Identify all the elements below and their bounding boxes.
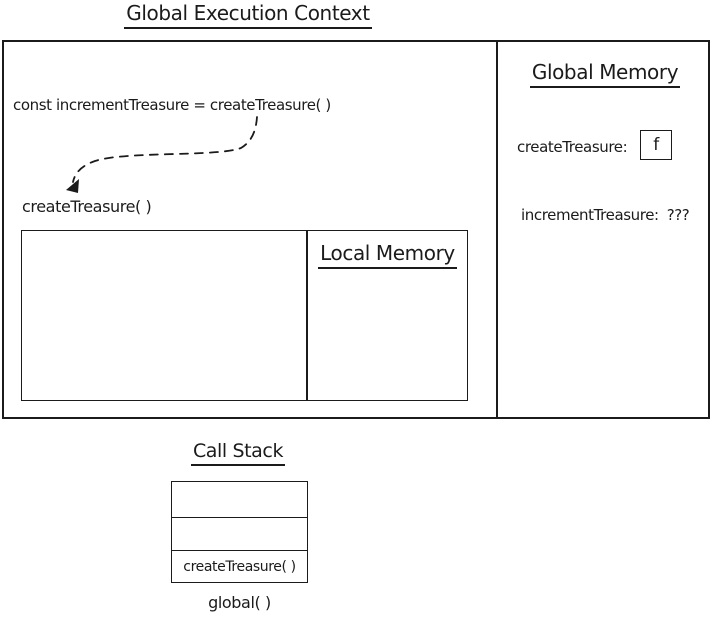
global-memory-title-wrap: Global Memory [505,60,705,88]
function-value: f [653,135,659,155]
panel-divider [496,41,498,418]
execution-context-box [2,40,710,419]
page-title: Global Execution Context [124,1,372,29]
call-stack-title-wrap: Call Stack [177,440,299,466]
call-label: createTreasure( ) [22,197,152,216]
stack-frame-empty [172,517,307,550]
stack-frame-createTreasure: createTreasure( ) [172,550,307,582]
global-memory-entry-name: createTreasure: [517,138,628,156]
global-memory-entry-value: ??? [666,206,690,224]
local-memory-title-wrap: Local Memory [307,241,468,269]
code-line: const incrementTreasure = createTreasure… [13,96,331,114]
global-memory-entry-name: incrementTreasure: [521,206,659,224]
function-value-box: f [640,130,672,160]
global-memory-entry-row: incrementTreasure: ??? [521,206,690,224]
local-memory-title: Local Memory [318,241,457,269]
inner-context-box [21,230,468,401]
inner-box-divider [306,231,308,400]
call-stack-base-label: global( ) [208,593,271,612]
call-stack-box: createTreasure( ) [171,481,308,583]
stack-frame-empty [172,482,307,517]
page-title-wrap: Global Execution Context [2,1,494,29]
global-memory-title: Global Memory [529,60,681,88]
call-stack-title: Call Stack [190,440,286,466]
